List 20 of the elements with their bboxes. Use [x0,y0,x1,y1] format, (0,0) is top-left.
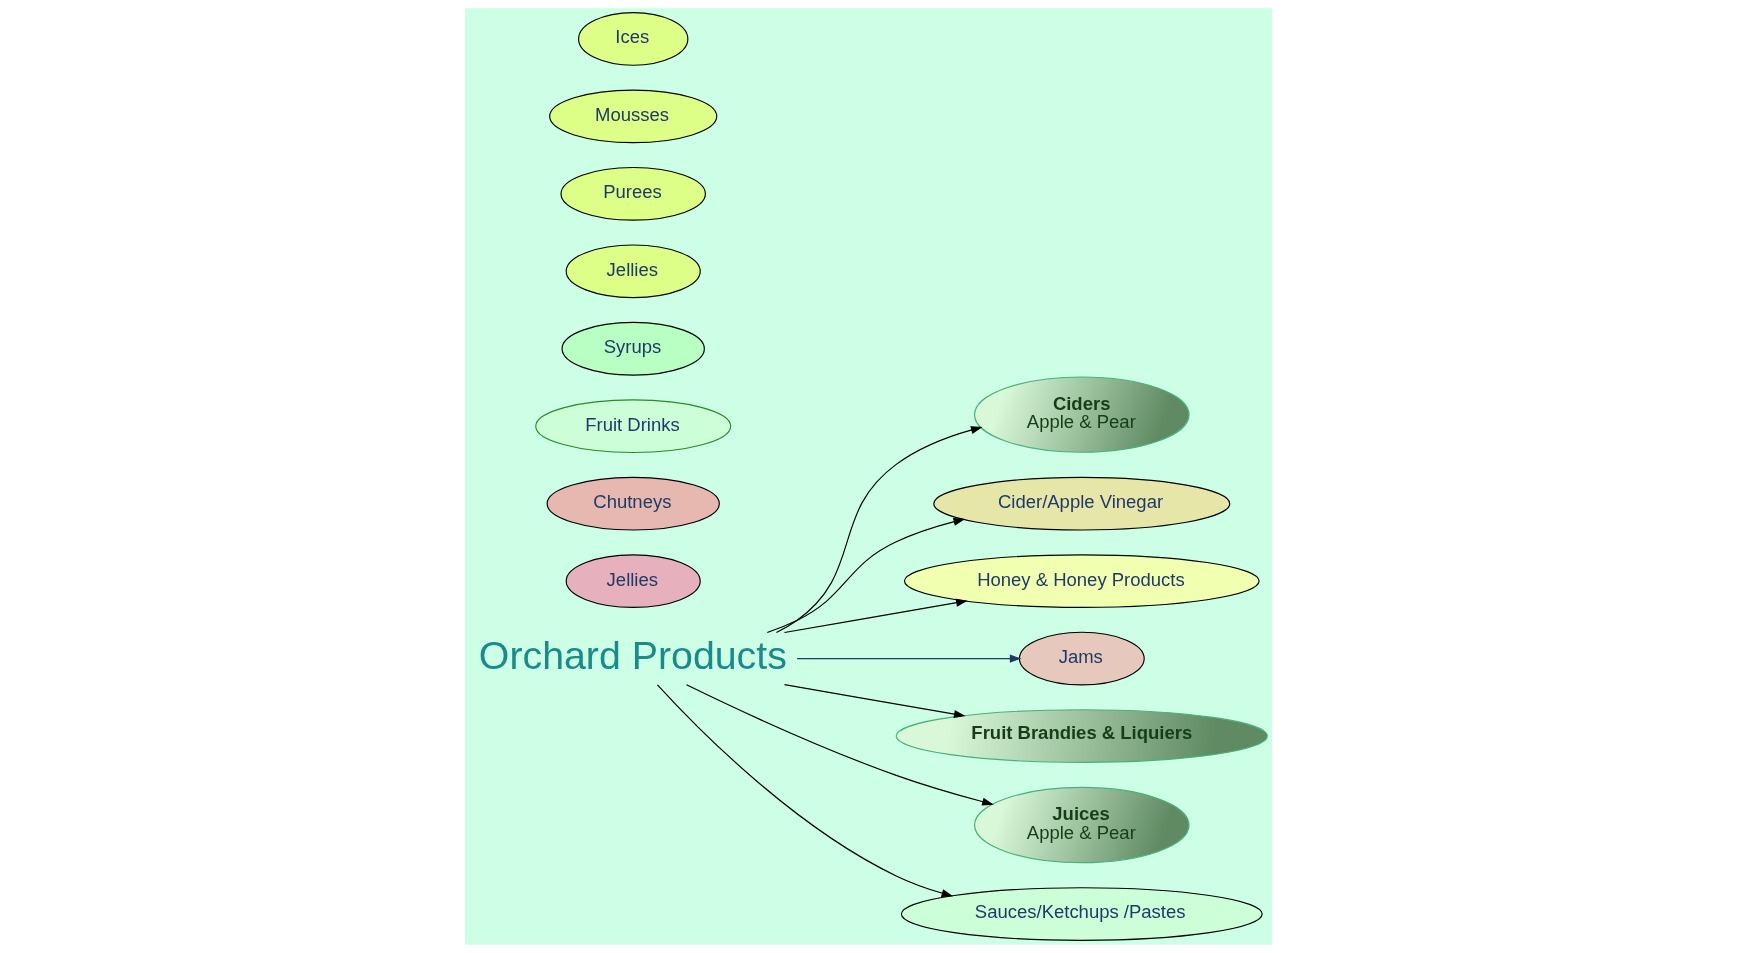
node-ellipse: Jams [1018,631,1145,686]
node-text: Orchard Products [478,632,787,677]
node-ellipse: Ices [578,12,689,66]
arrow [685,684,994,806]
arrow [766,517,966,634]
node-ellipse: Cider/Apple Vinegar [933,476,1231,531]
node-ellipse: Fruit Drinks [535,399,732,454]
node-ellipse: Ciders Apple & Pear [973,376,1190,453]
node-ellipse: Juices Apple & Pear [973,786,1190,864]
node-ellipse: Syrups [561,321,705,376]
arrow [783,598,968,634]
arrow [656,684,954,898]
arrow [796,654,1022,663]
arrow [783,684,966,719]
node-ellipse: Jellies [565,554,701,609]
node-ellipse: Purees [560,166,706,221]
arrow [775,426,983,634]
node-ellipse: Chutneys [546,476,720,531]
node-ellipse: Mousses [549,89,718,144]
node-ellipse: Jellies [565,244,701,299]
